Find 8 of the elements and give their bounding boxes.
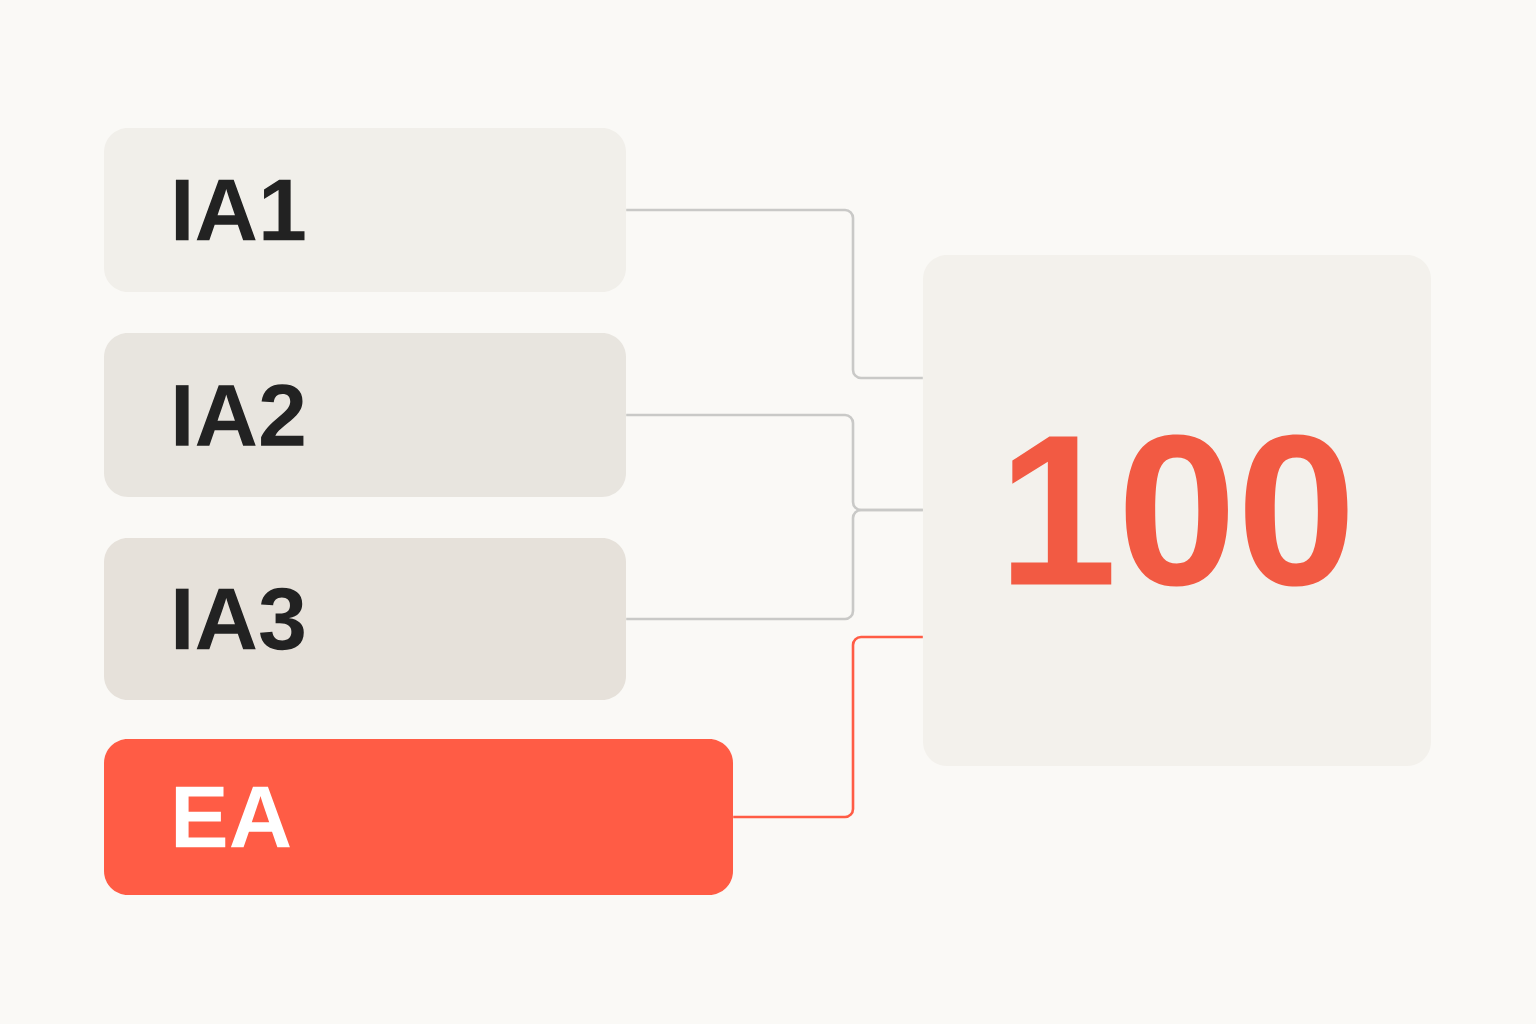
highlighted-box: EA <box>104 739 733 895</box>
connector-line <box>733 635 923 819</box>
total-box: 100 <box>923 255 1431 766</box>
connector-line <box>626 208 923 380</box>
label-box: IA1 <box>104 128 626 292</box>
label-box: IA2 <box>104 333 626 497</box>
connector-line <box>626 508 923 621</box>
label-box: IA3 <box>104 538 626 700</box>
